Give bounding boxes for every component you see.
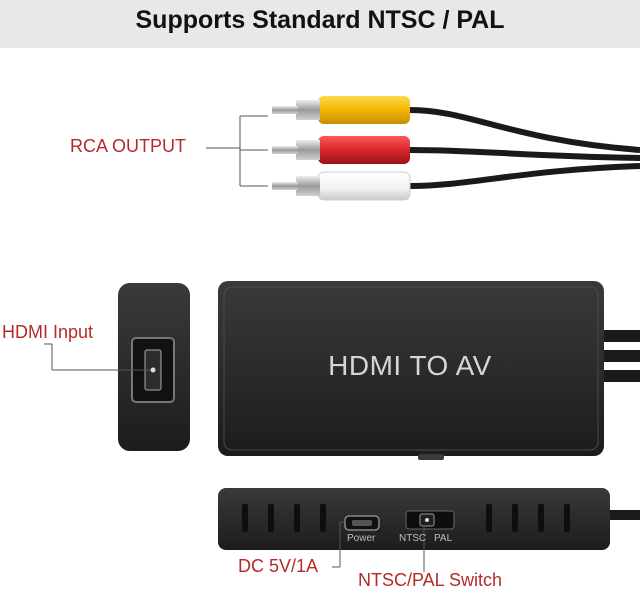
power-port-label: Power: [347, 533, 376, 544]
rca-cables: [409, 107, 640, 189]
title-banner: [0, 0, 640, 48]
rca-plug-white: [272, 171, 411, 201]
hdmi-endcap: [118, 283, 190, 451]
converter-box: [218, 281, 640, 460]
hdmi-callout-line: [44, 343, 150, 371]
page-title: Supports Standard NTSC / PAL: [135, 6, 505, 34]
converter-side-view: [218, 488, 640, 550]
device-title: HDMI TO AV: [328, 350, 492, 381]
switch-label: NTSC/PAL Switch: [358, 570, 503, 590]
rca-callout-line: [206, 115, 268, 187]
rca-plug-red: [272, 136, 410, 164]
rca-output-label: RCA OUTPUT: [70, 136, 187, 156]
hdmi-input-label: HDMI Input: [2, 322, 94, 342]
pal-label: PAL: [434, 533, 453, 544]
rca-plug-yellow: [272, 96, 410, 124]
dc-power-label: DC 5V/1A: [238, 556, 319, 576]
dc-callout-line: [332, 521, 345, 568]
ntsc-label: NTSC: [399, 533, 427, 544]
